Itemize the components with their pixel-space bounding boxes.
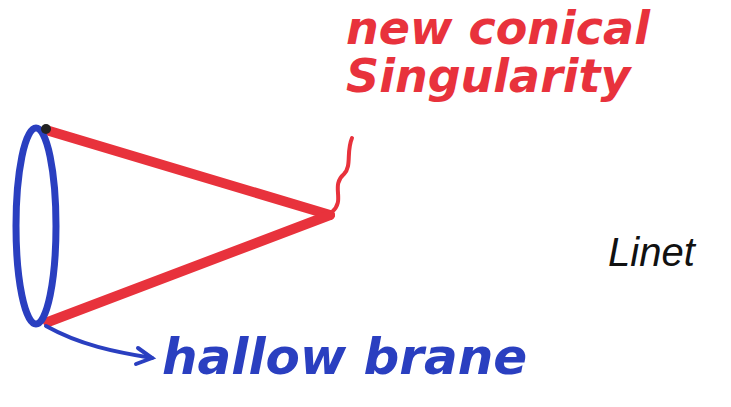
- brane-label: hallow brane: [162, 330, 527, 385]
- cone-edge: [48, 215, 330, 322]
- leader-line: [332, 138, 352, 212]
- leader-line: [46, 326, 152, 358]
- hollow-brane-ring: [16, 128, 56, 324]
- cone-edge: [46, 130, 330, 215]
- singularity-label: new conical Singularity: [346, 4, 726, 101]
- author-label: Linet: [608, 230, 695, 274]
- ring-dot: [41, 124, 51, 134]
- leader-tick: [136, 348, 152, 364]
